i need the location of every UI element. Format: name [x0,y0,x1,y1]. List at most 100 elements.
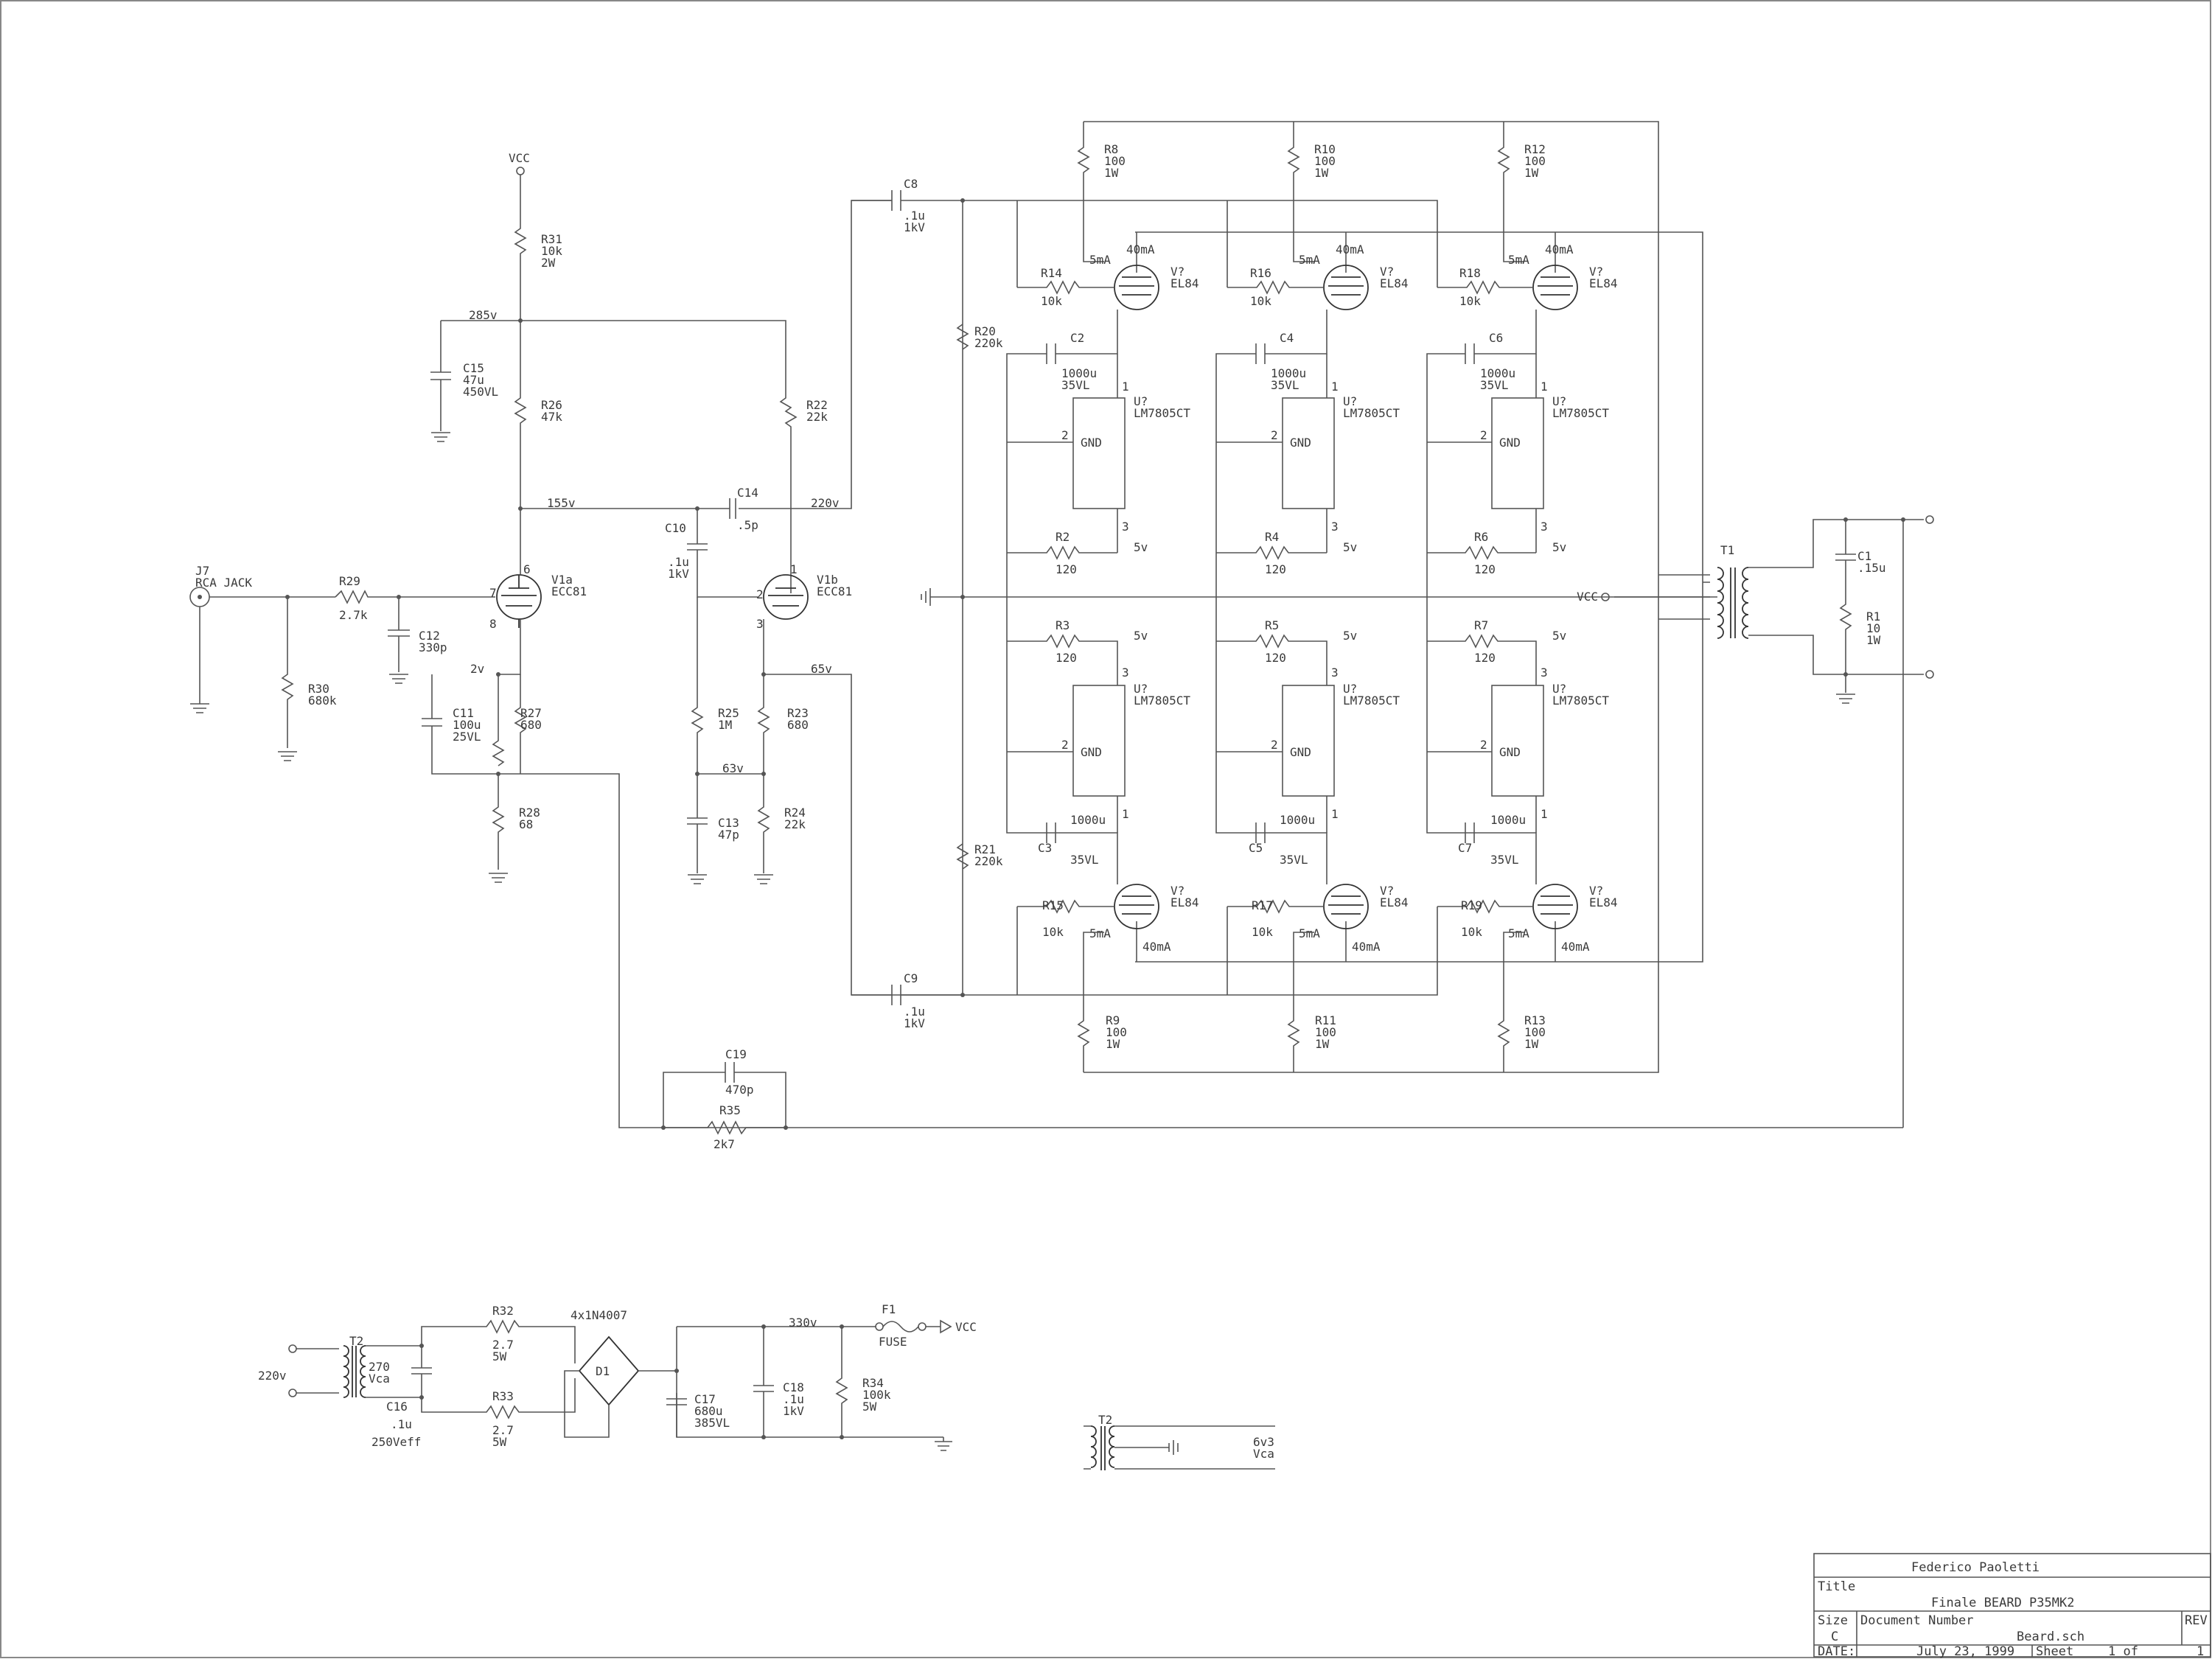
u-ref: U? [1343,682,1357,696]
u-pin3: 3 [1122,520,1129,534]
c6-ref: C6 [1489,331,1503,345]
v1a-type: ECC81 [551,584,587,598]
r9-ref: R9 [1106,1013,1120,1027]
r18-ref: R18 [1459,266,1481,280]
r22-ref: R22 [806,398,828,412]
c15-value: 47u [463,373,484,387]
u-pin1: 1 [1331,380,1339,394]
u-pin2: 2 [1271,738,1278,752]
c2-volt: 35VL [1061,378,1090,392]
r10-value: 100 [1314,154,1336,168]
r23-ref: R23 [787,706,809,720]
r30-ref: R30 [308,682,329,696]
v1a-pin8: 8 [489,617,497,631]
tube-ref: V? [1380,265,1394,279]
u-pin3: 3 [1541,520,1548,534]
r6-ref: R6 [1474,530,1488,544]
c7-volt: 35VL [1490,853,1519,867]
r27-ref: R27 [520,706,542,720]
r13-value: 100 [1524,1025,1546,1039]
r31-value: 10k [541,244,562,258]
tube-ref: V? [1170,265,1184,279]
c16-value: .1u [391,1417,412,1431]
r34-ref: R34 [862,1376,884,1390]
u-pin2: 2 [1271,428,1278,442]
tube-ref: V? [1589,884,1603,898]
plate-current: 40mA [1142,940,1171,954]
r24-ref: R24 [784,806,806,820]
u-pin1: 1 [1122,807,1129,821]
v5-label: 5v [1134,629,1148,643]
mains-220v: 220v [258,1369,287,1383]
c14-ref: C14 [737,486,758,500]
u-pin1: 1 [1122,380,1129,394]
screen-current: 5mA [1508,253,1529,267]
vcc-top-label: VCC [509,151,530,165]
r8-watt: 1W [1104,166,1119,180]
r29-ref: R29 [339,574,360,588]
r2-value: 120 [1056,562,1077,576]
secondary-vca: Vca [369,1372,390,1386]
r23-value: 680 [787,718,809,732]
docnum-label: Document Number [1860,1613,1974,1628]
fuse-label: FUSE [879,1335,907,1349]
r1-value: 10 [1866,621,1880,635]
r13-ref: R13 [1524,1013,1546,1027]
r35-value: 2k7 [714,1137,735,1151]
c10-volt: 1kV [668,567,689,581]
c17-ref: C17 [694,1392,716,1406]
rev-label: REV [2185,1613,2208,1628]
c8-ref: C8 [904,177,918,191]
t1-vcc-label: VCC [1577,590,1598,604]
c3-volt: 35VL [1070,853,1099,867]
u-ref: U? [1552,682,1566,696]
date-value: July 23, 1999 [1916,1644,2014,1659]
r5-value: 120 [1265,651,1286,665]
c5-value: 1000u [1280,813,1315,827]
c13-ref: C13 [718,816,739,830]
u-pin1: 1 [1331,807,1339,821]
t2-ref: T2 [349,1334,363,1348]
output-module-lower-1: R3 120 5v 3 2 1 GND U? LM7805CT 1000u C3… [1007,618,1199,1072]
c16-volt: 250Veff [371,1435,421,1449]
r12-value: 100 [1524,154,1546,168]
r3-ref: R3 [1056,618,1070,632]
c12-ref: C12 [419,629,440,643]
c18-ref: C18 [783,1380,804,1394]
r12-ref: R12 [1524,142,1546,156]
v1b-ref: V1b [817,573,838,587]
v5-label: 5v [1343,540,1357,554]
output-module-lower-2: R5 120 5v 3 2 1 GND U? LM7805CT 1000u C5… [1216,618,1409,1072]
v5-label: 5v [1552,540,1566,554]
c4-value: 1000u [1271,366,1306,380]
r15-ref: R15 [1042,898,1064,912]
r19-value: 10k [1461,925,1482,939]
sheet-total: 1 [2197,1644,2204,1659]
tube-type: EL84 [1380,895,1409,909]
node-65v: 65v [811,662,832,676]
r11-ref: R11 [1315,1013,1336,1027]
r29-value: 2.7k [339,608,368,622]
r22-value: 22k [806,410,828,424]
r7-value: 120 [1474,651,1496,665]
u-pin1: 1 [1541,807,1548,821]
v1b-pin1: 1 [790,562,798,576]
title-label: Title [1818,1579,1855,1594]
r13-watt: 1W [1524,1037,1539,1051]
c18-value: .1u [783,1392,804,1406]
u-gnd: GND [1081,745,1102,759]
output-module-lower-3: R7 120 5v 3 2 1 GND U? LM7805CT 1000u C7… [1427,618,1618,1072]
r21-ref: R21 [974,842,996,856]
u-type: LM7805CT [1134,694,1190,708]
u-pin3: 3 [1331,666,1339,680]
r31-watt: 2W [541,256,556,270]
c14-value: .5p [737,518,758,532]
u-type: LM7805CT [1134,406,1190,420]
r26-ref: R26 [541,398,562,412]
r14-value: 10k [1041,294,1062,308]
heater-6v3: 6v3 [1253,1435,1274,1449]
r33-value: 2.7 [492,1423,514,1437]
tube-type: EL84 [1170,895,1199,909]
r11-watt: 1W [1315,1037,1330,1051]
c2-value: 1000u [1061,366,1097,380]
